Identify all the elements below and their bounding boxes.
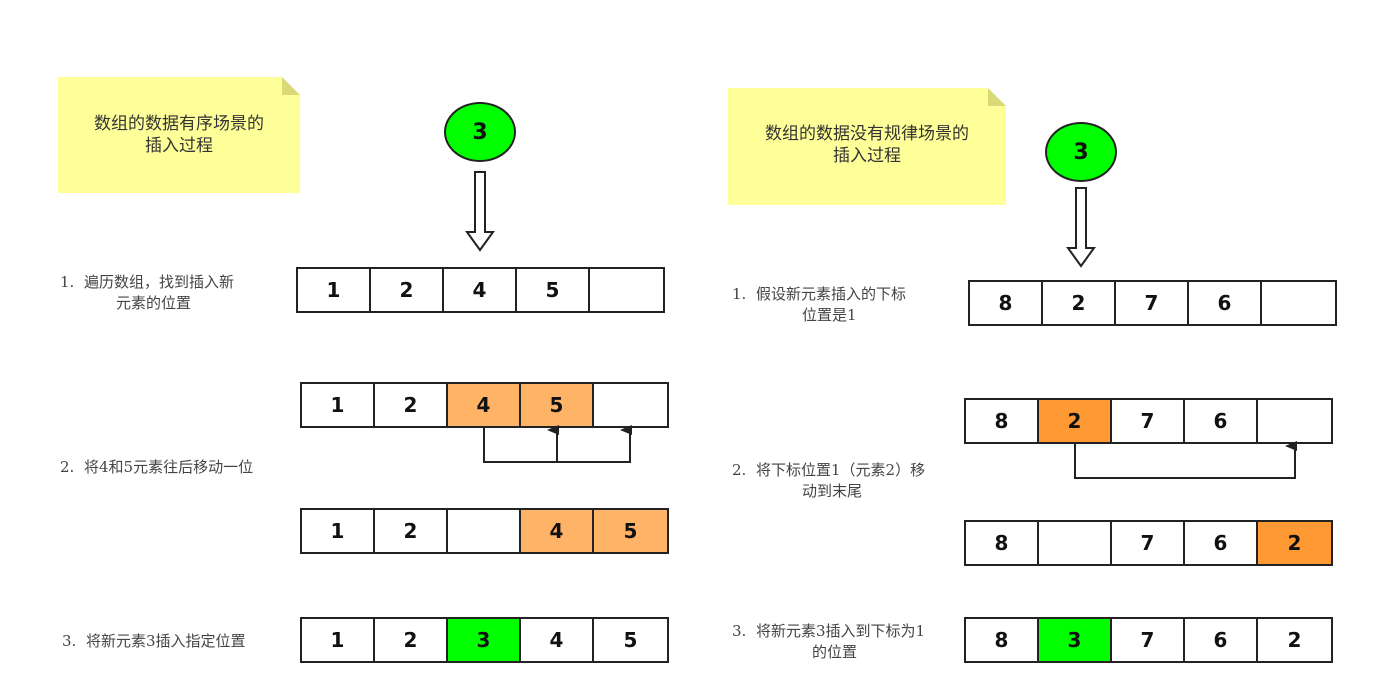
array-cell: 1 xyxy=(302,510,375,552)
right-step-1: 1.假设新元素插入的下标 位置是1 xyxy=(732,285,907,324)
array-cell: 6 xyxy=(1185,619,1258,661)
array-cell: 2 xyxy=(371,269,444,311)
array-cell: 8 xyxy=(966,619,1039,661)
array-cell: 7 xyxy=(1116,282,1189,324)
array-cell: 2 xyxy=(375,619,448,661)
left-note-line-2: 插入过程 xyxy=(145,136,213,156)
left-step-2: 2.将4和5元素往后移动一位 xyxy=(60,458,254,476)
array-cell xyxy=(1262,282,1335,324)
array-cell: 6 xyxy=(1189,282,1262,324)
array-cell xyxy=(594,384,667,426)
array-cell xyxy=(1258,400,1331,442)
array-cell: 7 xyxy=(1112,522,1185,564)
right-down-arrow-icon xyxy=(1066,187,1096,268)
right-step-2: 2.将下标位置1（元素2）移 动到末尾 xyxy=(732,461,926,500)
array-cell: 3 xyxy=(1039,619,1112,661)
note-fold-corner xyxy=(282,77,300,95)
array-cell: 5 xyxy=(521,384,594,426)
left-step-1: 1.遍历数组，找到插入新 元素的位置 xyxy=(60,273,235,312)
left-new-element-circle: 3 xyxy=(444,102,516,162)
array-cell: 1 xyxy=(302,619,375,661)
array-cell: 2 xyxy=(1043,282,1116,324)
array-cell xyxy=(590,269,663,311)
array-cell: 7 xyxy=(1112,400,1185,442)
array-cell: 1 xyxy=(302,384,375,426)
array-cell: 8 xyxy=(966,400,1039,442)
left-title-note: 数组的数据有序场景的 插入过程 xyxy=(58,77,300,193)
array-cell: 1 xyxy=(298,269,371,311)
array-cell: 7 xyxy=(1112,619,1185,661)
array-cell: 5 xyxy=(594,510,667,552)
array-cell: 4 xyxy=(448,384,521,426)
right-step-3: 3.将新元素3插入到下标为1 的位置 xyxy=(732,622,926,661)
array-cell: 8 xyxy=(966,522,1039,564)
array-cell: 2 xyxy=(1258,619,1331,661)
left-shift-connector xyxy=(483,425,632,463)
array-cell: 4 xyxy=(444,269,517,311)
array-cell: 2 xyxy=(375,384,448,426)
array-cell: 5 xyxy=(517,269,590,311)
array-cell: 2 xyxy=(1039,400,1112,442)
array-cell: 3 xyxy=(448,619,521,661)
right-note-line-1: 数组的数据没有规律场景的 xyxy=(765,124,969,144)
array-cell: 8 xyxy=(970,282,1043,324)
right-move-connector xyxy=(1074,441,1297,479)
right-title-note: 数组的数据没有规律场景的 插入过程 xyxy=(728,88,1006,205)
array-cell xyxy=(448,510,521,552)
array-cell: 4 xyxy=(521,510,594,552)
array-cell: 6 xyxy=(1185,522,1258,564)
array-cell: 2 xyxy=(375,510,448,552)
left-down-arrow-icon xyxy=(465,171,495,252)
array-cell xyxy=(1039,522,1112,564)
array-cell: 5 xyxy=(594,619,667,661)
right-note-line-2: 插入过程 xyxy=(833,146,901,166)
array-cell: 6 xyxy=(1185,400,1258,442)
left-note-line-1: 数组的数据有序场景的 xyxy=(94,114,264,134)
right-new-element-circle: 3 xyxy=(1045,122,1117,182)
array-cell: 2 xyxy=(1258,522,1331,564)
note-fold-corner xyxy=(988,88,1006,106)
array-cell: 4 xyxy=(521,619,594,661)
left-step-3: 3.将新元素3插入指定位置 xyxy=(62,632,246,650)
